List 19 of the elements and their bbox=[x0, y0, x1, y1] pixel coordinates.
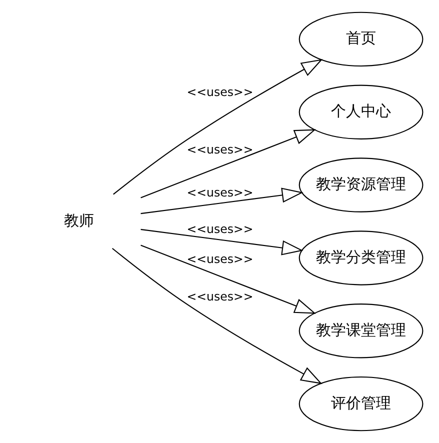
arrow bbox=[140, 244, 316, 314]
arrow bbox=[140, 228, 303, 256]
node-ellipse: 教学资源管理 bbox=[298, 158, 423, 212]
node-ellipse: 评价管理 bbox=[298, 376, 423, 432]
node-ellipse: 首页 bbox=[298, 12, 423, 67]
arrow bbox=[112, 248, 322, 384]
node-ellipse: 教学课堂管理 bbox=[298, 304, 423, 358]
edge-label: <<uses>> bbox=[186, 252, 253, 266]
node-ellipse: 教学分类管理 bbox=[298, 230, 423, 286]
edge-label: <<uses>> bbox=[186, 142, 253, 157]
node-text: 教师 bbox=[63, 211, 94, 230]
arrow bbox=[140, 129, 316, 198]
node-ellipse: 个人中心 bbox=[298, 84, 423, 140]
edge-label: <<uses>> bbox=[186, 290, 253, 304]
arrow bbox=[112, 59, 322, 195]
edge-label: <<uses>> bbox=[186, 84, 253, 99]
edge-label: <<uses>> bbox=[186, 222, 253, 236]
arrow bbox=[140, 188, 303, 214]
edge-label: <<uses>> bbox=[186, 186, 253, 200]
